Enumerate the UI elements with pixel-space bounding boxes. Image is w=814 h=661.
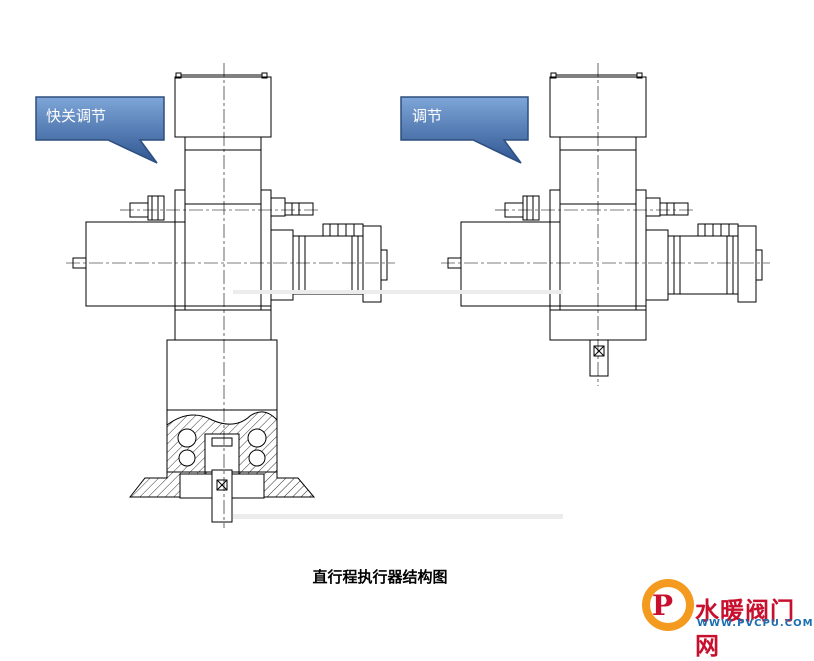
watermark-url: WWW.PVCPU.COM [697,618,814,629]
scan-artifact [233,290,563,294]
logo-mark: P [642,579,694,631]
left-bracket [166,339,278,411]
diagram-caption: 直行程执行器结构图 [312,568,448,586]
left-centerlines [66,63,395,528]
callout-adjust: 调节 [400,96,529,164]
scan-artifact [233,514,563,519]
right-valve-stem [589,339,609,377]
callout-right-label: 调节 [412,107,442,125]
left-gearbox [85,221,186,307]
actuator-structure-diagram: 快关调节 调节 P [35,63,770,631]
left-valve-stem [211,469,233,523]
callout-fast-close-adjust: 快关调节 [35,96,165,164]
left-coupler [147,195,165,221]
callout-left-label: 快关调节 [46,107,106,125]
logo-p-glyph: P [652,589,673,622]
right-centerlines [441,63,770,386]
left-actuator-drawing [72,72,388,523]
